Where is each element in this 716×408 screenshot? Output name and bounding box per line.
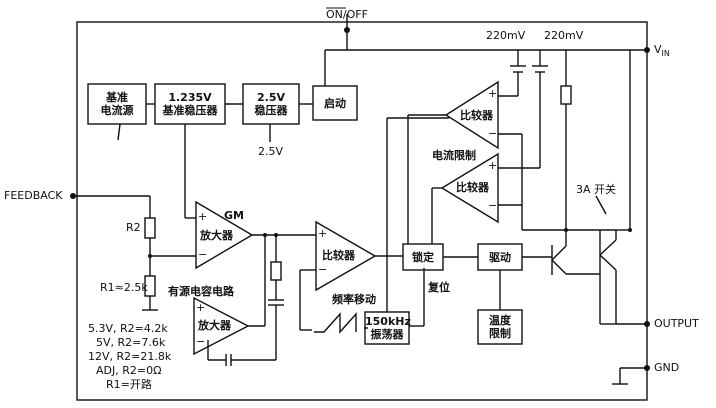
table-row: ADJ, R2=0Ω: [96, 364, 162, 377]
reset-label: 复位: [428, 281, 450, 294]
table-row: 5V, R2=7.6k: [96, 336, 166, 349]
feedback-pin: [70, 193, 76, 199]
gm-minus-sign: −: [198, 248, 208, 261]
table-row: 5.3V, R2=4.2k: [88, 322, 168, 335]
current-comparator-mid: [440, 152, 499, 224]
latch-text: 锁定: [412, 251, 434, 264]
r1-label: R1≈2.5k: [100, 281, 148, 294]
output-label: OUTPUT: [654, 317, 699, 330]
amp2-plus-sign: +: [196, 301, 206, 314]
on-off-pin: [344, 27, 350, 33]
active-rc-label: 有源电容电路: [168, 285, 234, 298]
gnd-label: GND: [654, 361, 680, 374]
on-off-label: ON/OFF: [326, 8, 368, 21]
startup-block: [312, 85, 358, 121]
comp-minus-sign: −: [318, 263, 328, 276]
vin-label: VIN: [654, 43, 670, 59]
comptop-minus-sign: −: [488, 127, 498, 140]
current-limit-label: 电流限制: [432, 149, 476, 162]
main-comparator: [315, 220, 377, 292]
vin-pin: [644, 47, 650, 53]
table-row: R1=开路: [106, 378, 152, 391]
freq-shift-label: 频率移动: [332, 293, 376, 306]
gm-label: GM: [224, 209, 244, 222]
feedback-label: FEEDBACK: [4, 189, 63, 202]
amp2-text: 放大器: [198, 319, 231, 332]
r2-value-table: 5.3V, R2=4.2k 5V, R2=7.6k 12V, R2=21.8k …: [88, 322, 171, 392]
sense-resistor: [560, 85, 572, 105]
r2-resistor: [144, 217, 156, 239]
comp-mid-text: 比较器: [456, 181, 489, 194]
comp-plus-sign: +: [318, 227, 328, 240]
table-row: 12V, R2=21.8k: [88, 350, 172, 363]
rc-resistor: [270, 261, 282, 281]
ic-boundary: [76, 21, 648, 401]
output-pin: [644, 321, 650, 327]
main-comparator-text: 比较器: [322, 249, 355, 262]
gm-amplifier: [195, 200, 254, 270]
sawtooth-wave: [314, 312, 357, 334]
comp-top-text: 比较器: [460, 109, 493, 122]
switch-3a-label: 3A 开关: [576, 183, 617, 196]
amp2-minus-sign: −: [196, 335, 206, 348]
amplifier-2: [193, 296, 250, 356]
ref-current-text: 基准电流源: [100, 91, 134, 117]
voltage-25v: 2.5V: [258, 145, 284, 158]
voltage-220mv-right: 220mV: [544, 29, 584, 42]
comptop-plus-sign: +: [488, 87, 498, 100]
gnd-pin: [644, 365, 650, 371]
compmid-plus-sign: +: [488, 159, 498, 172]
r2-label: R2: [126, 221, 141, 234]
current-comparator-top: [444, 80, 499, 150]
temp-limit-text: 温度限制: [489, 314, 511, 340]
driver-text: 驱动: [489, 251, 511, 264]
gm-amp-text: 放大器: [200, 229, 233, 242]
startup-text: 启动: [324, 97, 346, 110]
compmid-minus-sign: −: [488, 199, 498, 212]
voltage-220mv-left: 220mV: [486, 29, 526, 42]
gm-plus-sign: +: [198, 210, 208, 223]
